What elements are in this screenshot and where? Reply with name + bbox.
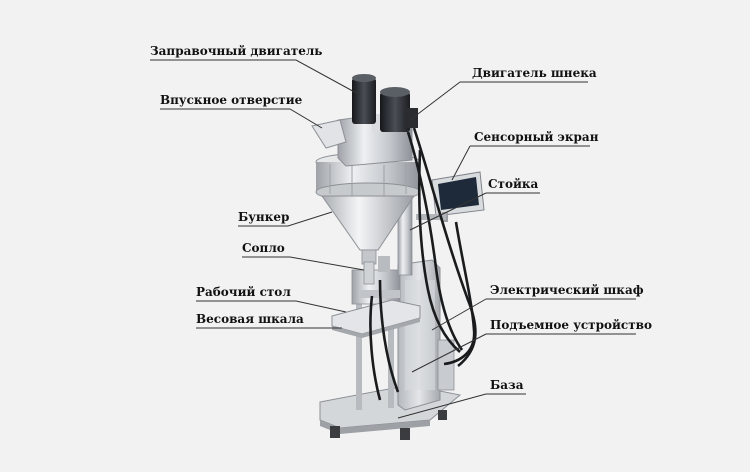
- leader-base: [397, 393, 487, 419]
- leader-hopper: [238, 211, 333, 227]
- label-hopper: Бункер: [238, 210, 290, 224]
- label-nozzle: Сопло: [242, 241, 285, 255]
- label-electric-cabinet: Электрический шкаф: [490, 283, 644, 297]
- label-work-table: Рабочий стол: [196, 285, 291, 299]
- auger-motor: [380, 87, 418, 132]
- cables: [369, 127, 477, 401]
- label-touch-screen: Сенсорный экран: [474, 130, 599, 144]
- leader-stand: [409, 192, 487, 231]
- label-feed-motor: Заправочный двигатель: [150, 44, 323, 58]
- label-inlet: Впускное отверстие: [160, 93, 303, 107]
- leader-lifting-device: [411, 333, 487, 373]
- leader-touch-screen: [451, 145, 471, 181]
- label-weighing-scale: Весовая шкала: [196, 312, 304, 326]
- leader-electric-cabinet: [431, 298, 487, 331]
- feed-motor: [352, 74, 376, 124]
- leader-inlet: [160, 108, 323, 129]
- leader-feed-motor: [150, 59, 361, 96]
- label-lifting-device: Подъемное устройство: [490, 318, 652, 332]
- label-stand: Стойка: [488, 177, 539, 191]
- leader-auger-motor: [409, 81, 461, 121]
- label-base: База: [490, 378, 524, 392]
- leader-work-table: [196, 300, 347, 313]
- lifting-columns: [351, 269, 401, 410]
- nozzle: [363, 256, 390, 285]
- leader-nozzle: [242, 256, 365, 271]
- hopper-cone: [321, 195, 415, 265]
- label-auger-motor: Двигатель шнека: [472, 66, 597, 80]
